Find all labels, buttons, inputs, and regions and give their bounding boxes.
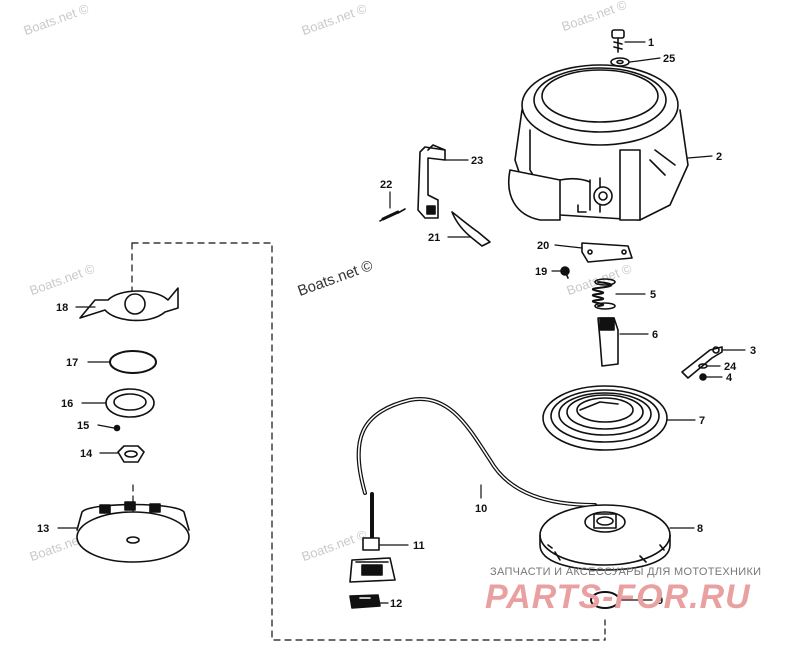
label-part-25: 25 bbox=[663, 53, 675, 65]
label-part-23: 23 bbox=[471, 155, 483, 167]
label-part-21: 21 bbox=[428, 232, 440, 244]
bracket-part-23 bbox=[417, 144, 446, 219]
label-part-24: 24 bbox=[724, 361, 737, 373]
label-part-2: 2 bbox=[716, 151, 722, 163]
label-part-13: 13 bbox=[37, 523, 49, 535]
plate-part-20 bbox=[581, 242, 633, 263]
label-part-11: 11 bbox=[413, 540, 425, 552]
label-part-15: 15 bbox=[77, 420, 89, 432]
screw-part-4 bbox=[699, 373, 707, 381]
leader-lines bbox=[57, 41, 746, 604]
bolt-part-1 bbox=[611, 29, 625, 53]
screw-part-19 bbox=[560, 266, 570, 279]
handle-part-11 bbox=[349, 492, 396, 583]
label-part-4: 4 bbox=[726, 372, 733, 384]
label-part-10: 10 bbox=[475, 503, 487, 515]
link-part-3 bbox=[681, 346, 723, 379]
label-part-7: 7 bbox=[699, 415, 705, 427]
label-part-1: 1 bbox=[648, 37, 654, 49]
ring-part-17 bbox=[109, 350, 157, 374]
brand-logo: PARTS-FOR.RU bbox=[485, 578, 751, 616]
label-part-12: 12 bbox=[390, 598, 402, 610]
housing-part-2 bbox=[508, 64, 689, 221]
cup-part-13 bbox=[76, 501, 190, 563]
label-part-6: 6 bbox=[652, 329, 658, 341]
label-part-5: 5 bbox=[650, 289, 656, 301]
label-part-9: 9 bbox=[657, 595, 663, 607]
label-part-8: 8 bbox=[697, 523, 703, 535]
spring-part-5 bbox=[591, 278, 616, 310]
clip-part-21 bbox=[451, 211, 491, 247]
pawl-part-6 bbox=[597, 317, 619, 367]
label-part-20: 20 bbox=[537, 240, 549, 252]
label-part-3: 3 bbox=[750, 345, 756, 357]
label-part-16: 16 bbox=[61, 398, 73, 410]
cam-plate-part-18 bbox=[79, 287, 179, 322]
screw-part-15 bbox=[113, 424, 121, 432]
pin-part-22 bbox=[379, 208, 406, 222]
label-part-19: 19 bbox=[535, 266, 547, 278]
label-part-22: 22 bbox=[380, 179, 392, 191]
washer-part-16 bbox=[105, 388, 155, 418]
label-part-14: 14 bbox=[80, 448, 93, 460]
pulley-part-8 bbox=[539, 504, 671, 571]
spring-part-7 bbox=[542, 385, 668, 451]
brand-subtitle: ЗАПЧАСТИ И АКСЕССУАРЫ ДЛЯ МОТОТЕХНИКИ bbox=[490, 566, 762, 578]
assembly-dashed-outline bbox=[131, 242, 606, 641]
label-part-17: 17 bbox=[66, 357, 78, 369]
label-part-18: 18 bbox=[56, 302, 68, 314]
nut-part-14 bbox=[117, 445, 145, 463]
insert-part-12 bbox=[349, 594, 381, 609]
